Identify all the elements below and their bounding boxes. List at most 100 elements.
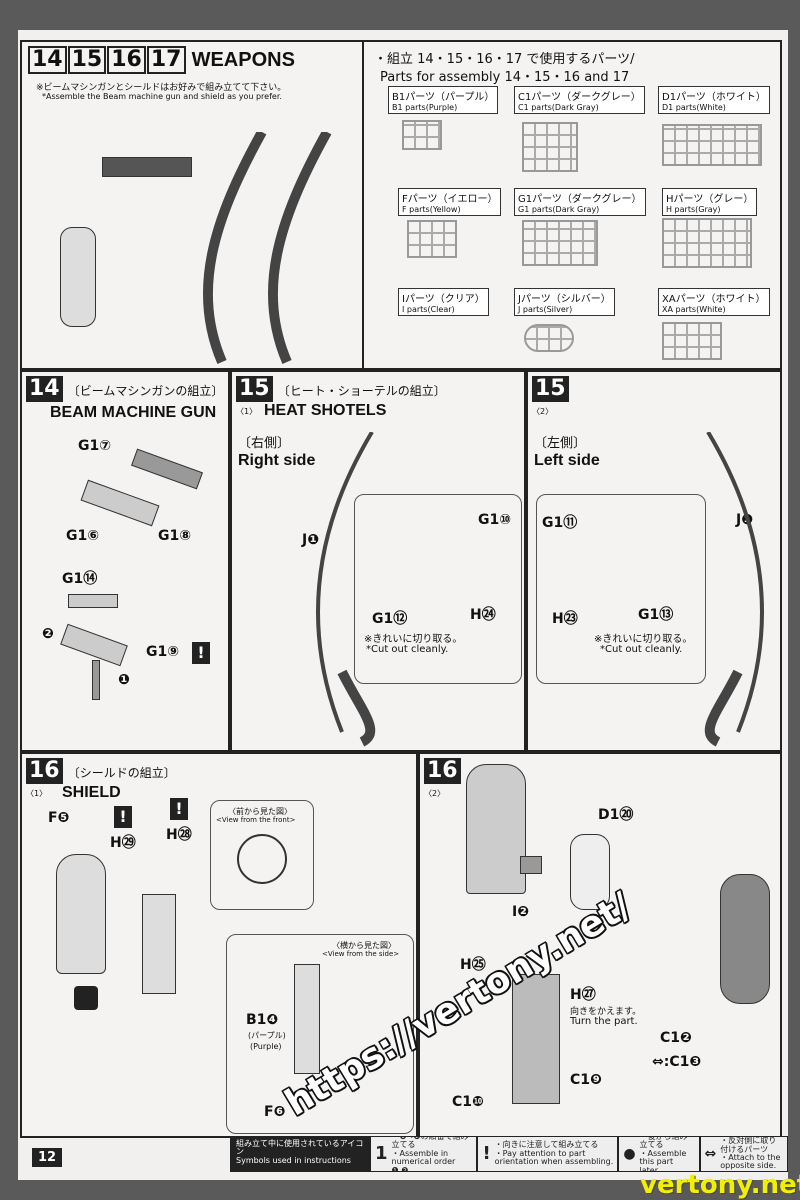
legend-order: 1・❶→❷の順番で組み立てる・Assemble in numerical ord… [371,1137,477,1171]
cut-note-jp: ※きれいに切り取る。 [594,634,693,645]
substep: 〈1〉 [26,789,48,798]
runner-d1 [662,124,762,166]
gun-part [131,448,203,490]
parts-c1: C1パーツ（ダークグレー）C1 parts(Dark Gray) [514,86,645,114]
watermark-site: vertony.net [640,1170,800,1200]
part-label: G1⑩ [478,512,512,528]
beam-gun-drawing [102,157,192,177]
gun-part [68,594,118,608]
step-num: 17 [146,46,186,74]
shield-part [56,854,106,974]
part-label: H㉘ [166,827,192,843]
turn-note-en: Turn the part. [570,1016,638,1027]
part-label: G1⑪ [542,515,578,531]
step-num: 15 [236,376,273,402]
part-label: C1❾ [570,1072,602,1088]
part-label: G1⑬ [638,607,674,623]
side-view-en: <View from the side> [322,950,400,958]
part-label: C1❿ [452,1094,484,1110]
step-num: 16 [26,758,63,784]
step-title-en: BEAM MACHINE GUN [50,404,217,421]
runner-f [407,220,457,258]
runner-xa [662,322,722,360]
gun-part [92,660,100,700]
substep: 〈2〉 [424,789,446,798]
step-num: 14 [28,46,67,74]
step-15-1-panel: 15 〔ヒート・ショーテルの組立〕 〈1〉 HEAT SHOTELS 〔右側〕 … [230,370,526,752]
step-num: 16 [424,758,461,784]
shield-assembly [512,974,560,1104]
legend-attention: !・向きに注意して組み立てる・Pay attention to part ori… [478,1137,618,1171]
attention-icon: ! [192,642,210,664]
parts-b1: B1パーツ（パープル）B1 parts(Purple) [388,86,499,114]
step-title-en: HEAT SHOTELS [264,402,387,419]
side-jp: 〔左側〕 [534,436,587,451]
clear-part [520,856,542,874]
part-label: C1❷ [660,1030,692,1046]
heat-shotels-drawing [202,132,332,364]
color-note-jp: (パープル) [248,1031,286,1040]
part-label: J❶ [302,532,320,548]
section-title: WEAPONS [191,49,295,71]
magnified-circle [237,834,287,884]
opposite-side-label: ⇔:C1❸ [652,1054,702,1070]
order-marker: ❶ [118,672,130,688]
part-label: F❻ [264,1104,286,1120]
step-num: 16 [107,46,146,74]
parts-xa: XAパーツ（ホワイト）XA parts(White) [658,288,770,316]
part-label: G1⑦ [78,438,112,454]
shield-side-part [720,874,770,1004]
parts-title-en: Parts for assembly 14・15・16 and 17 [380,70,630,85]
part-label: H㉔ [470,607,496,623]
side-en: Right side [238,452,316,469]
runner-h [662,218,752,268]
side-view-jp: 〈横から見た図〉 [332,941,396,950]
parts-f: Fパーツ（イエロー）F parts(Yellow) [398,188,502,216]
cut-note-en: *Cut out cleanly. [600,644,683,655]
shield-part [466,764,526,894]
part-label: I❷ [512,904,530,920]
substep: 〈2〉 [532,407,554,416]
note-jp: ※ビームマシンガンとシールドはお好みで組み立てて下さい。 [36,83,287,93]
part-label: H㉙ [110,835,136,851]
step-title-en: SHIELD [62,784,121,801]
step-title-jp: 〔ヒート・ショーテルの組立〕 [277,384,446,398]
shield-part [142,894,176,994]
step-title-jp: 〔シールドの組立〕 [67,766,176,780]
side-en: Left side [534,452,600,469]
part-label: D1⑳ [598,807,634,823]
note-en: *Assemble the Beam machine gun and shiel… [42,92,282,101]
step-num: 15 [532,376,569,402]
parts-title-jp: ・組立 14・15・16・17 で使用するパーツ/ [374,52,635,67]
assemble-later-icon [74,986,98,1010]
part-label: G1⑫ [372,611,408,627]
step-16-2-panel: 16 〈2〉 D1⑳ I❷ H㉕ H㉗ 向きをかえます。 Turn the pa… [418,752,782,1138]
part-label: F❺ [48,810,70,826]
cut-note-en: *Cut out cleanly. [366,644,449,655]
shotel-drawing [316,432,376,747]
step-14-panel: 14 〔ビームマシンガンの組立〕 BEAM MACHINE GUN G1⑦ G1… [20,370,230,752]
step-16-1-panel: 16 〔シールドの組立〕 〈1〉 SHIELD F❺ ! H㉙ ! H㉘ 〈前か… [20,752,418,1138]
attention-icon: ! [170,798,188,820]
legend-later: ●・後から組み立てる・Assemble this part later. [619,1137,699,1171]
legend-opposite: ⇔・反対側に取り付けるパーツ・Attach to the opposite si… [700,1137,787,1171]
part-label: G1⑥ [66,528,100,544]
page-number: 12 [32,1148,63,1167]
part-label: H㉓ [552,611,578,627]
detail-inset [354,494,522,684]
runner-b1 [402,120,442,150]
side-view-inset [226,934,414,1134]
front-view-jp: 〈前から見た図〉 [228,807,292,816]
parts-i: Iパーツ（クリア）I parts(Clear) [398,288,489,316]
shield-drawing [60,227,96,327]
front-view-inset [210,800,314,910]
turn-note-jp: 向きをかえます。 [570,1007,642,1017]
step-num: 14 [26,376,63,402]
order-marker: ❷ [42,626,54,642]
cut-note-jp: ※きれいに切り取る。 [364,634,463,645]
attention-icon: ! [114,806,132,828]
part-label: G1⑭ [62,571,98,587]
